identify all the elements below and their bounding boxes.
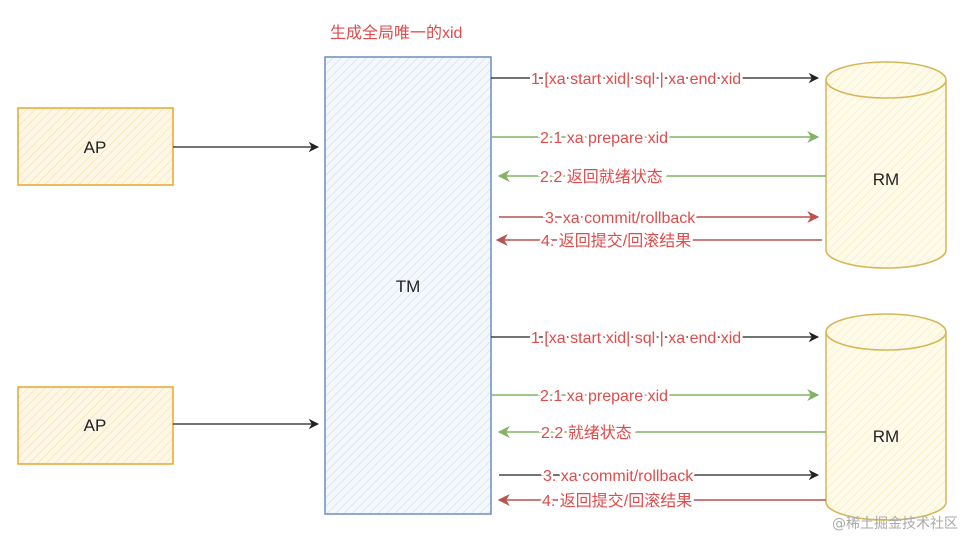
ap-node-bottom: AP bbox=[17, 386, 174, 465]
ap-node-top: AP bbox=[17, 107, 174, 186]
rm-node-bottom: RM bbox=[825, 313, 947, 521]
label-bottom-m5: 4. 返回提交/回滚结果 bbox=[542, 492, 692, 510]
rm-top-label: RM bbox=[873, 170, 899, 189]
label-bottom-m3: 2.2 就绪状态 bbox=[541, 424, 632, 442]
label-bottom-m2: 2.1 xa prepare xid bbox=[540, 388, 668, 405]
tm-label: TM bbox=[396, 277, 421, 296]
ap-bottom-label: AP bbox=[84, 416, 107, 435]
tm-note: 生成全局唯一的xid bbox=[330, 24, 462, 42]
label-top-m3: 2.2 返回就绪状态 bbox=[540, 168, 663, 186]
watermark: @稀土掘金技术社区 bbox=[832, 516, 958, 532]
label-top-m1: 1.[xa start xid| sql | xa end xid bbox=[531, 71, 741, 88]
rm-bottom-label: RM bbox=[873, 427, 899, 446]
label-bottom-m1: 1.[xa start xid| sql | xa end xid bbox=[531, 330, 741, 347]
label-top-m5: 4. 返回提交/回滚结果 bbox=[541, 232, 691, 250]
tm-node: TM bbox=[324, 56, 492, 515]
label-top-m2: 2.1 xa prepare xid bbox=[540, 130, 668, 147]
label-top-m4: 3. xa commit/rollback bbox=[545, 210, 696, 227]
rm-node-top: RM bbox=[825, 61, 947, 269]
label-bottom-m4: 3. xa commit/rollback bbox=[543, 468, 694, 485]
ap-top-label: AP bbox=[84, 138, 107, 157]
